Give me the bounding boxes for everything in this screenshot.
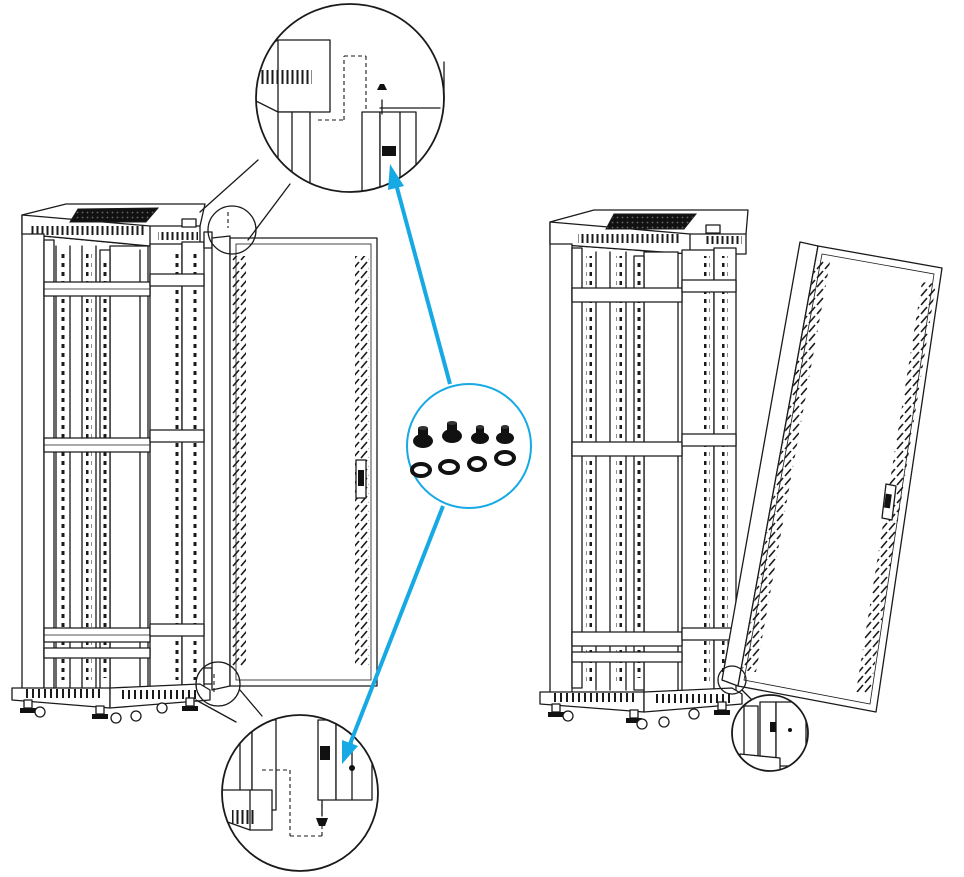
grommet-icon xyxy=(471,425,489,444)
hinge-right-zoom xyxy=(731,694,809,772)
grommet-icon xyxy=(442,421,462,443)
grommet-icon xyxy=(413,426,433,448)
grommet-icon xyxy=(496,425,514,444)
arrow-to-top-hinge xyxy=(388,164,452,385)
hinge-top-zoom xyxy=(255,3,445,193)
washer-icon xyxy=(438,459,460,475)
door-left xyxy=(211,235,378,691)
washer-icon xyxy=(494,450,516,466)
arrow-to-bottom-hinge xyxy=(342,505,445,764)
washer-icon xyxy=(410,462,432,478)
door-right-tilted xyxy=(721,241,943,713)
hinge-bottom-zoom xyxy=(221,714,379,872)
rack-left xyxy=(11,203,213,724)
washer-icon xyxy=(467,456,487,472)
rack-right xyxy=(539,209,749,730)
parts-callout xyxy=(406,383,532,509)
